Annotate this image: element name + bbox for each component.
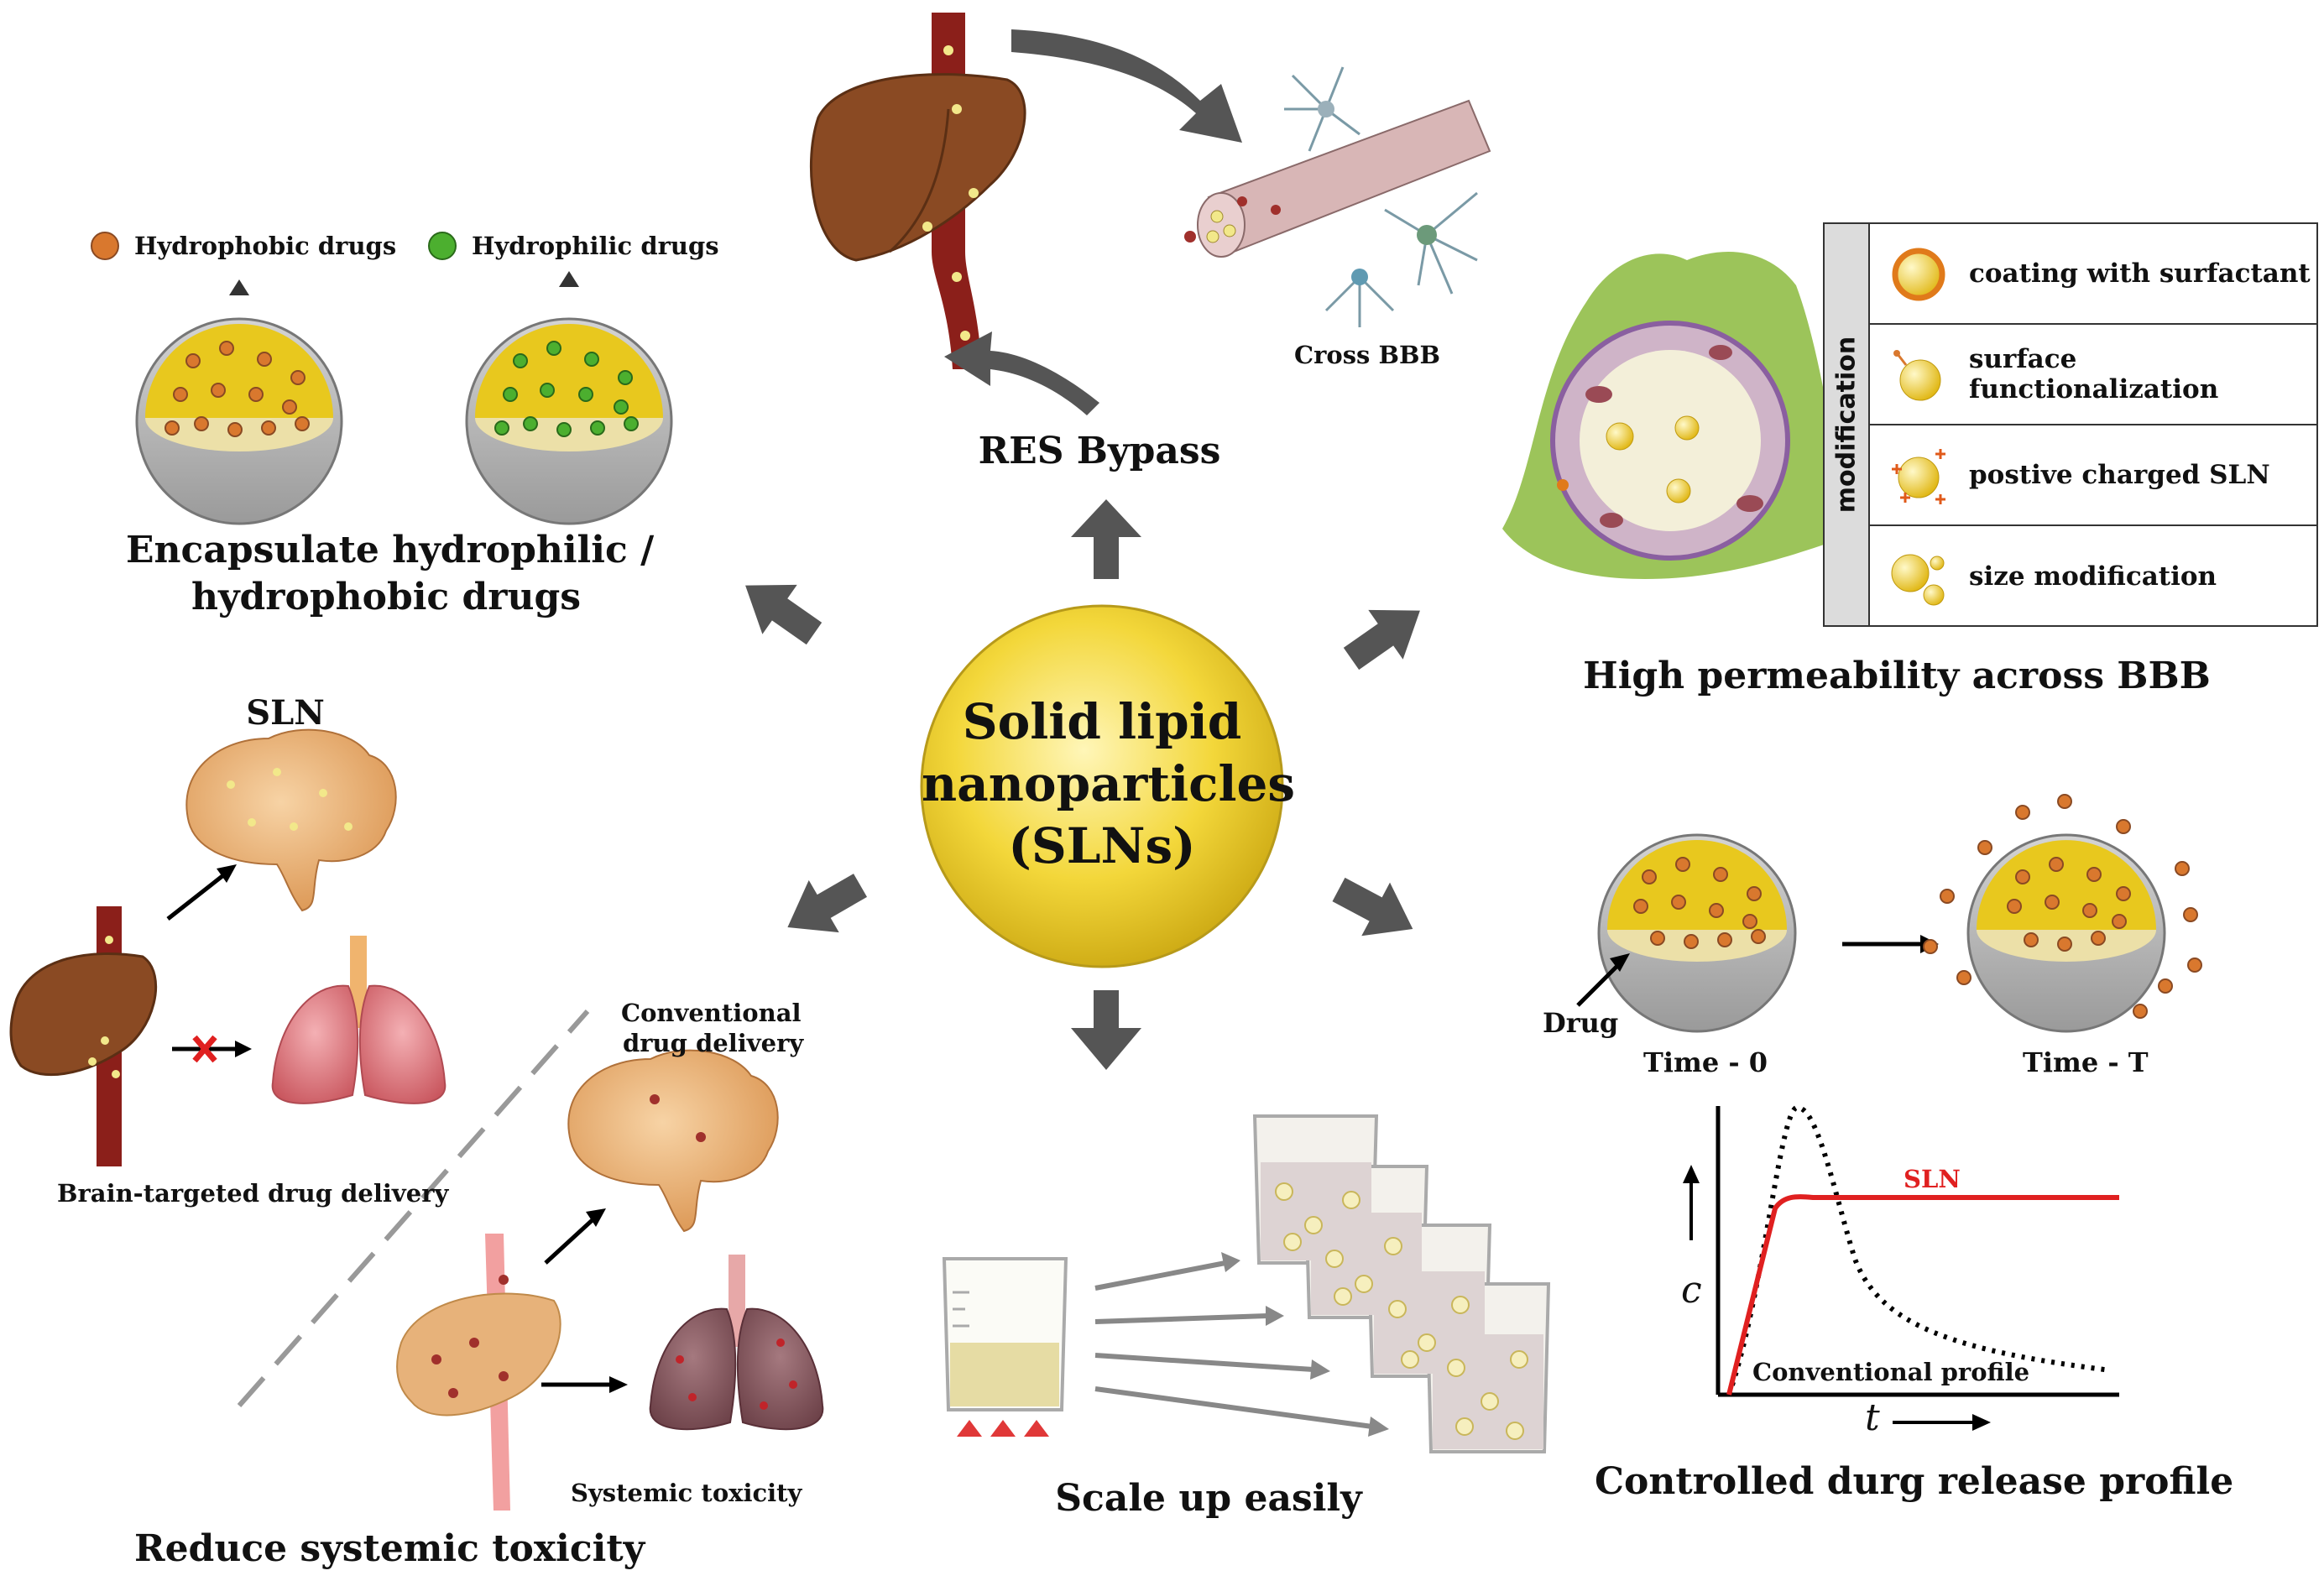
conventional-line1: Conventional <box>621 999 802 1027</box>
modification-table: modification coating with surfactant sur… <box>1823 222 2318 627</box>
release-panel <box>1576 794 2202 1431</box>
hydrophilic-label: Hydrophilic drugs <box>472 232 719 260</box>
arrow-down <box>1071 990 1141 1070</box>
brain-targeted-label: Brain-targeted drug delivery <box>57 1179 449 1208</box>
arrow-downright <box>1332 877 1413 937</box>
conventional-line2: drug delivery <box>623 1029 804 1057</box>
up-triangle-1 <box>229 279 249 295</box>
hydrophilic-legend-dot <box>428 232 457 260</box>
curved-arrow-to-liver <box>944 331 1099 415</box>
encapsulate-title-line2: hydrophobic drugs <box>191 576 582 618</box>
sln-curve-label: SLN <box>1904 1165 1961 1193</box>
mod-row-label: coating with surfactant <box>1969 258 2311 289</box>
release-title: Controlled durg release profile <box>1595 1460 2234 1503</box>
chart-ylabel: c <box>1681 1269 1702 1312</box>
drug-label: Drug <box>1543 1007 1619 1039</box>
sln-brain-label: SLN <box>246 693 325 733</box>
particle-hydrophilic <box>465 317 673 525</box>
encapsulate-panel <box>91 232 673 525</box>
center-line3: (SLNs) <box>1008 817 1196 875</box>
mod-row-label: size modification <box>1969 561 2217 592</box>
chart-xlabel: t <box>1865 1396 1880 1439</box>
bbb-vessel <box>1184 66 1491 327</box>
arrow-downleft <box>787 874 867 933</box>
surfactant-coated-icon <box>1892 248 1945 301</box>
lungs-upper <box>271 936 447 1104</box>
modification-label: modification <box>1831 336 1862 514</box>
scale-title: Scale up easily <box>1055 1477 1362 1520</box>
brain-upper <box>185 728 397 912</box>
center-title: Solid lipid nanoparticles (SLNs) <box>922 691 1296 878</box>
conventional-profile-label: Conventional profile <box>1752 1358 2030 1386</box>
center-line1: Solid lipid <box>962 693 1242 750</box>
radial-arrows <box>745 499 1420 1070</box>
sln-center-circle <box>920 604 1284 968</box>
sln-curve <box>1726 1194 2119 1396</box>
hydrophobic-label: Hydrophobic drugs <box>134 232 397 260</box>
mod-row-label: postive charged SLN <box>1969 460 2270 490</box>
mod-row-size: size modification <box>1868 526 2316 627</box>
brain-lower <box>567 1049 779 1233</box>
conventional-curve <box>1726 1104 2112 1396</box>
curved-arrow-to-brain <box>1011 29 1242 143</box>
mod-row-functionalization: surface functionalization <box>1868 325 2316 425</box>
permeability-title: High permeability across BBB <box>1583 655 2211 697</box>
functionalized-particle-icon <box>1893 350 1941 401</box>
release-chart <box>1683 1104 2119 1431</box>
mod-row-label: surface functionalization <box>1969 344 2219 404</box>
positive-charged-icon <box>1892 449 1945 504</box>
arrow-up <box>1071 499 1141 579</box>
scale-panel <box>942 1114 1551 1453</box>
up-triangle-2 <box>559 271 579 287</box>
particle-timeT <box>1923 794 2202 1033</box>
res-bypass-panel <box>809 13 1491 415</box>
systemic-label: Systemic toxicity <box>571 1479 802 1507</box>
timeT-label: Time - T <box>2023 1046 2149 1078</box>
mod-row-positive: postive charged SLN <box>1868 425 2316 526</box>
res-bypass-title: RES Bypass <box>978 430 1221 472</box>
toxicity-panel <box>9 728 824 1511</box>
encapsulate-title-line1: Encapsulate hydrophilic / <box>126 529 655 571</box>
arrow-upleft <box>745 584 823 645</box>
mod-row-coating: coating with surfactant <box>1868 224 2316 325</box>
liver <box>809 73 1026 262</box>
particle-time0 <box>1597 833 1797 1033</box>
toxicity-title: Reduce systemic toxicity <box>134 1527 645 1570</box>
cross-bbb-label: Cross BBB <box>1294 341 1440 369</box>
particle-hydrophobic <box>135 317 343 525</box>
pale-liver <box>396 1234 561 1511</box>
center-line2: nanoparticles <box>922 755 1296 813</box>
size-modification-icon <box>1891 554 1945 606</box>
modification-side: modification <box>1825 224 1870 625</box>
bbb-cross-section <box>1502 252 1846 579</box>
time0-label: Time - 0 <box>1643 1046 1768 1078</box>
lungs-lower <box>649 1255 824 1431</box>
arrow-upright <box>1343 609 1420 670</box>
hydrophobic-legend-dot <box>91 232 119 260</box>
